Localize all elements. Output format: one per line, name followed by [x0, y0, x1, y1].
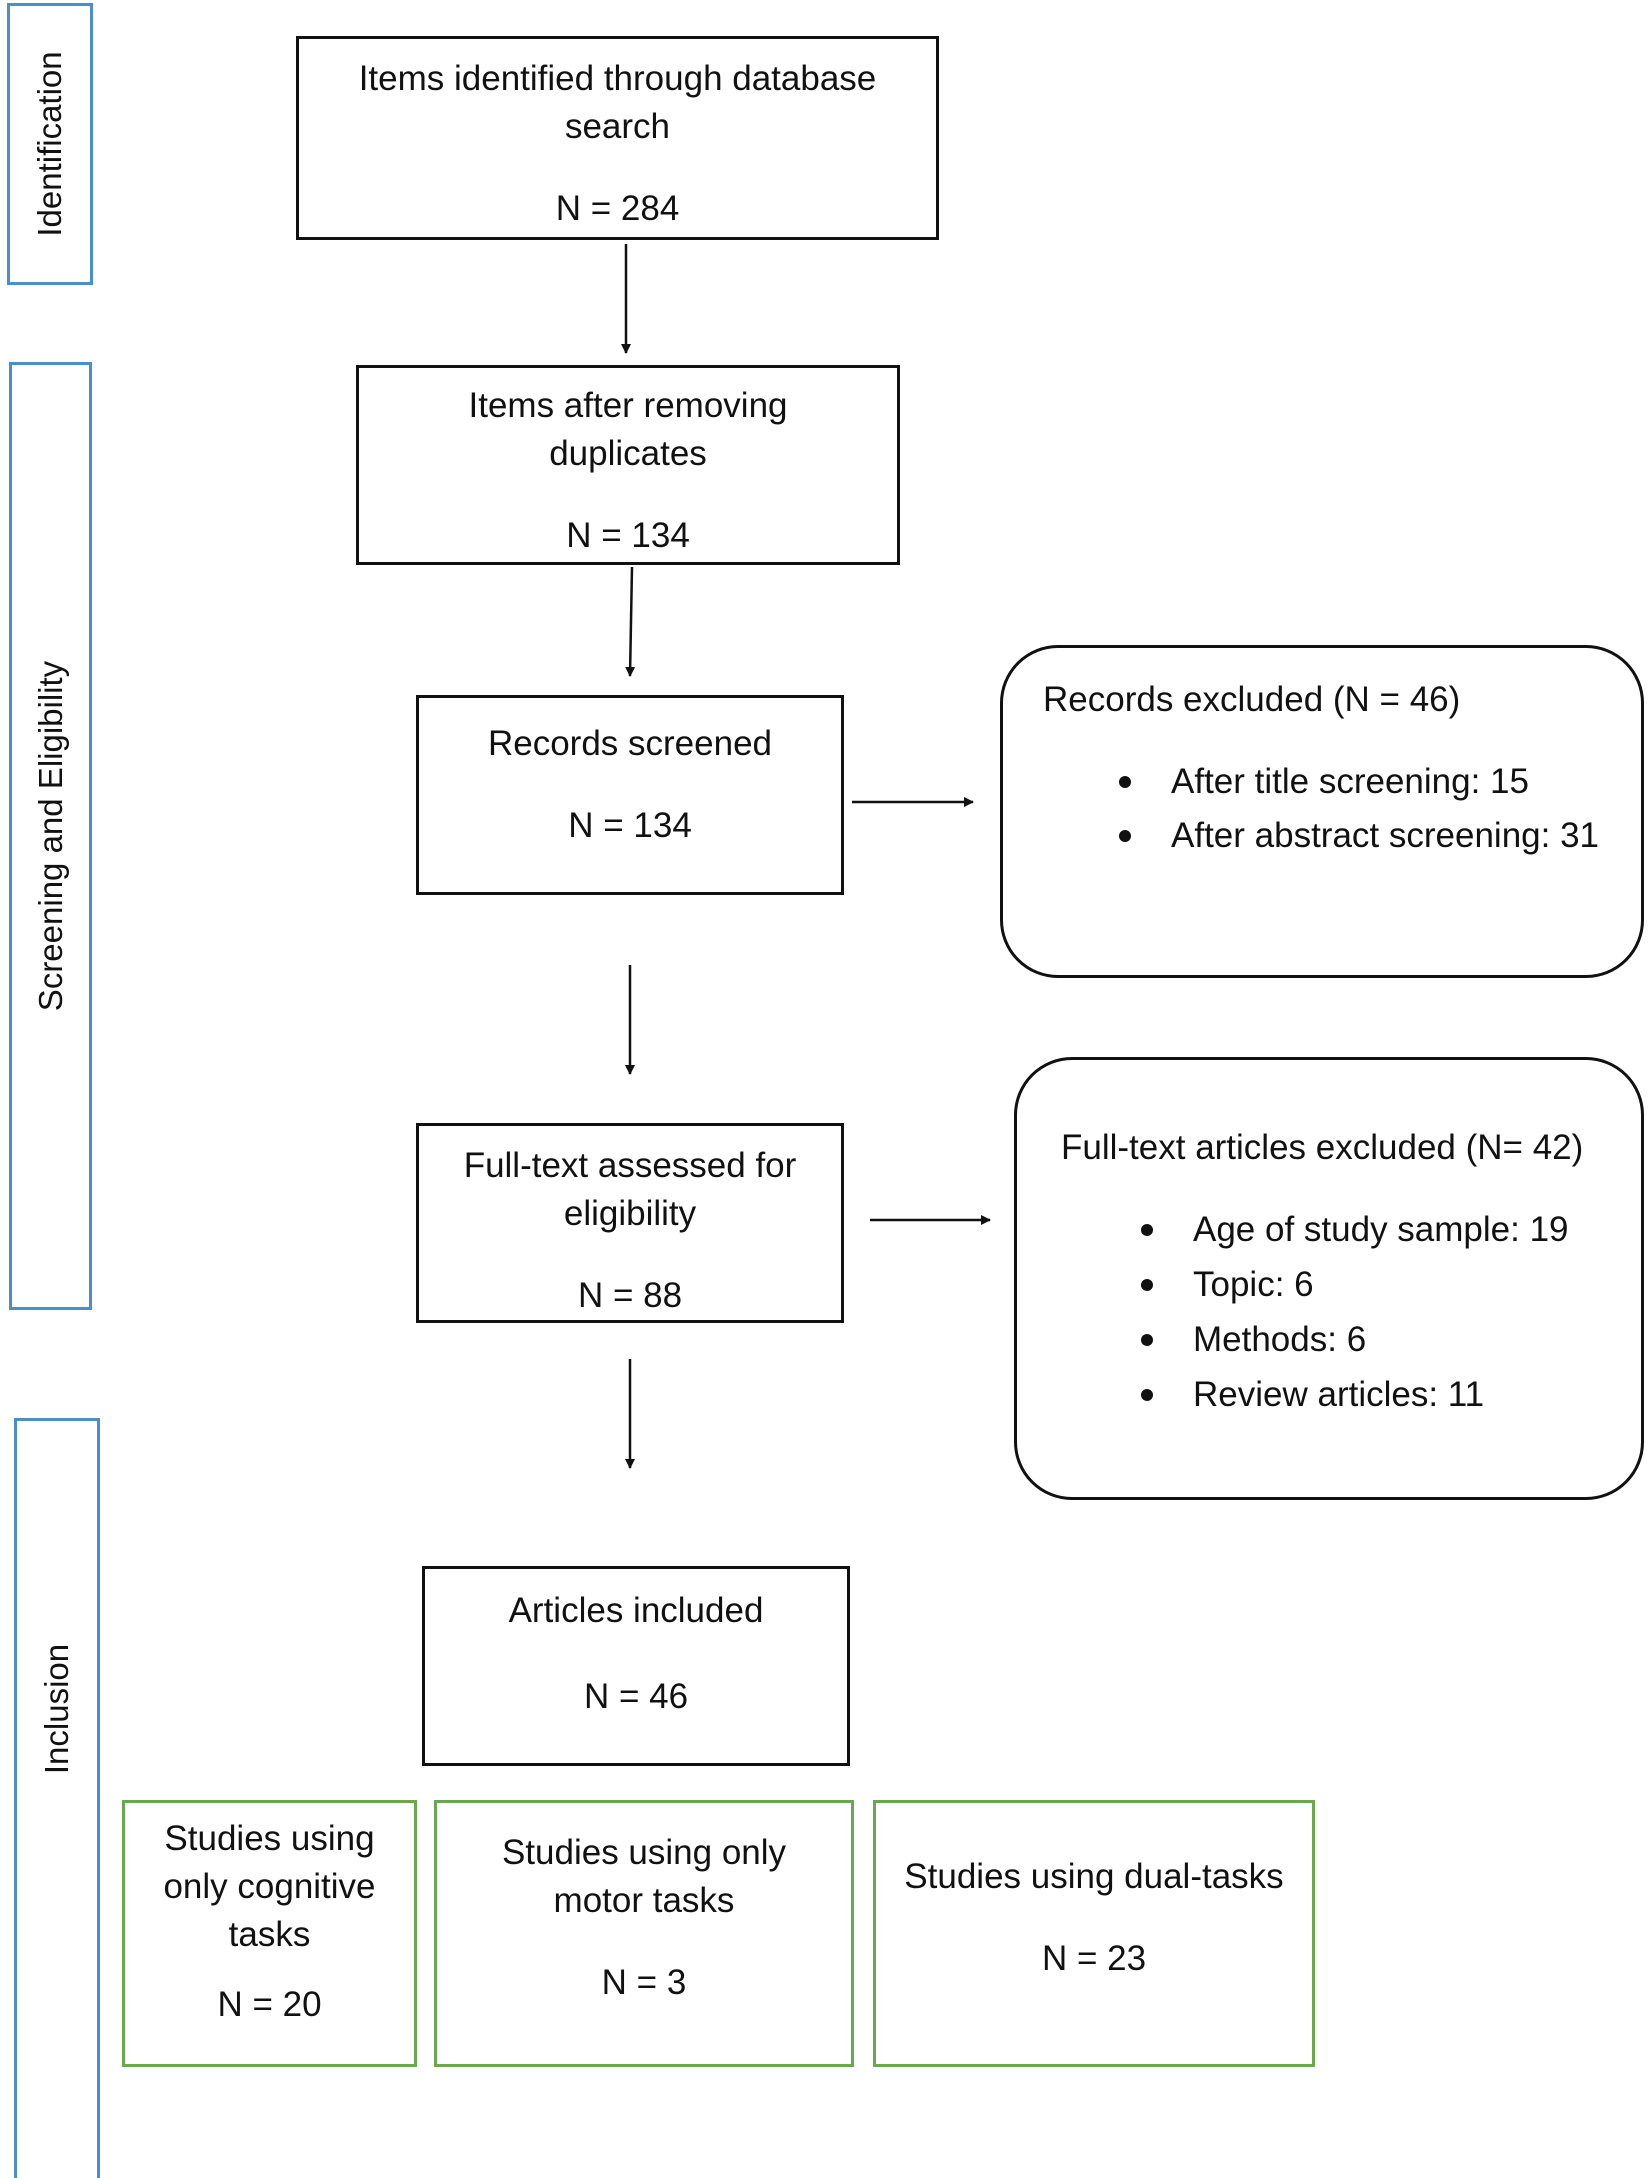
- group-dual-box: Studies using dual-tasks N = 23: [873, 1800, 1315, 2067]
- fulltext-count: N = 88: [577, 1276, 683, 1315]
- fulltext-excluded-title: Full-text articles excluded (N= 42): [1061, 1128, 1584, 1167]
- included-box: Articles included N = 46: [422, 1566, 850, 1766]
- arrow-dedup-to-screened: [625, 566, 636, 677]
- records-excluded-item-text: After abstract screening: 31: [1171, 816, 1599, 855]
- stage-identification: Identification: [7, 3, 93, 285]
- group-cognitive-text: Studies using only cognitive tasks: [163, 1819, 376, 1954]
- group-motor-count: N = 3: [601, 1963, 687, 2002]
- records-excluded-item: After abstract screening: 31: [1043, 812, 1611, 860]
- stage-screening: Screening and Eligibility: [9, 362, 92, 1310]
- stage-inclusion: Inclusion: [14, 1418, 100, 2178]
- group-dual-count: N = 23: [1041, 1939, 1147, 1978]
- screened-box: Records screened N = 134: [416, 695, 844, 895]
- dedup-box: Items after removing duplicates N = 134: [356, 365, 900, 565]
- group-cognitive-count: N = 20: [217, 1985, 322, 2024]
- records-excluded-title: Records excluded (N = 46): [1043, 680, 1461, 719]
- group-motor-text: Studies using only motor tasks: [501, 1833, 787, 1920]
- fulltext-box: Full-text assessed for eligibility N = 8…: [416, 1123, 844, 1323]
- fulltext-excluded-box: Full-text articles excluded (N= 42) Age …: [1014, 1057, 1644, 1500]
- records-excluded-item: After title screening: 15: [1043, 758, 1611, 806]
- bullet-icon: [1119, 830, 1131, 842]
- fulltext-excluded-item-text: Topic: 6: [1193, 1265, 1314, 1304]
- bullet-icon: [1141, 1389, 1153, 1401]
- dedup-count: N = 134: [566, 516, 690, 555]
- records-excluded-item-text: After title screening: 15: [1171, 762, 1529, 801]
- identified-box: Items identified through database search…: [296, 36, 939, 240]
- bullet-icon: [1141, 1334, 1153, 1346]
- dedup-text: Items after removing duplicates: [468, 386, 788, 473]
- bullet-icon: [1141, 1224, 1153, 1236]
- bullet-icon: [1119, 776, 1131, 788]
- screened-text: Records screened: [487, 724, 773, 763]
- fulltext-excluded-item: Age of study sample: 19: [1061, 1206, 1621, 1254]
- group-motor-box: Studies using only motor tasks N = 3: [434, 1800, 854, 2067]
- fulltext-excluded-item-text: Review articles: 11: [1193, 1375, 1485, 1414]
- bullet-icon: [1141, 1279, 1153, 1291]
- identified-text: Items identified through database search: [358, 59, 877, 146]
- fulltext-text: Full-text assessed for eligibility: [463, 1146, 797, 1233]
- included-count: N = 46: [583, 1677, 689, 1716]
- fulltext-excluded-item: Methods: 6: [1061, 1316, 1621, 1364]
- fulltext-excluded-item-text: Age of study sample: 19: [1193, 1210, 1569, 1249]
- group-cognitive-box: Studies using only cognitive tasks N = 2…: [122, 1800, 417, 2067]
- fulltext-excluded-item-text: Methods: 6: [1193, 1320, 1367, 1359]
- fulltext-excluded-item: Topic: 6: [1061, 1261, 1621, 1309]
- fulltext-excluded-item: Review articles: 11: [1061, 1371, 1621, 1419]
- identified-count: N = 284: [555, 189, 680, 228]
- records-excluded-box: Records excluded (N = 46) After title sc…: [1000, 645, 1644, 978]
- group-dual-text: Studies using dual-tasks: [904, 1857, 1284, 1896]
- included-text: Articles included: [508, 1591, 764, 1630]
- screened-count: N = 134: [568, 806, 692, 845]
